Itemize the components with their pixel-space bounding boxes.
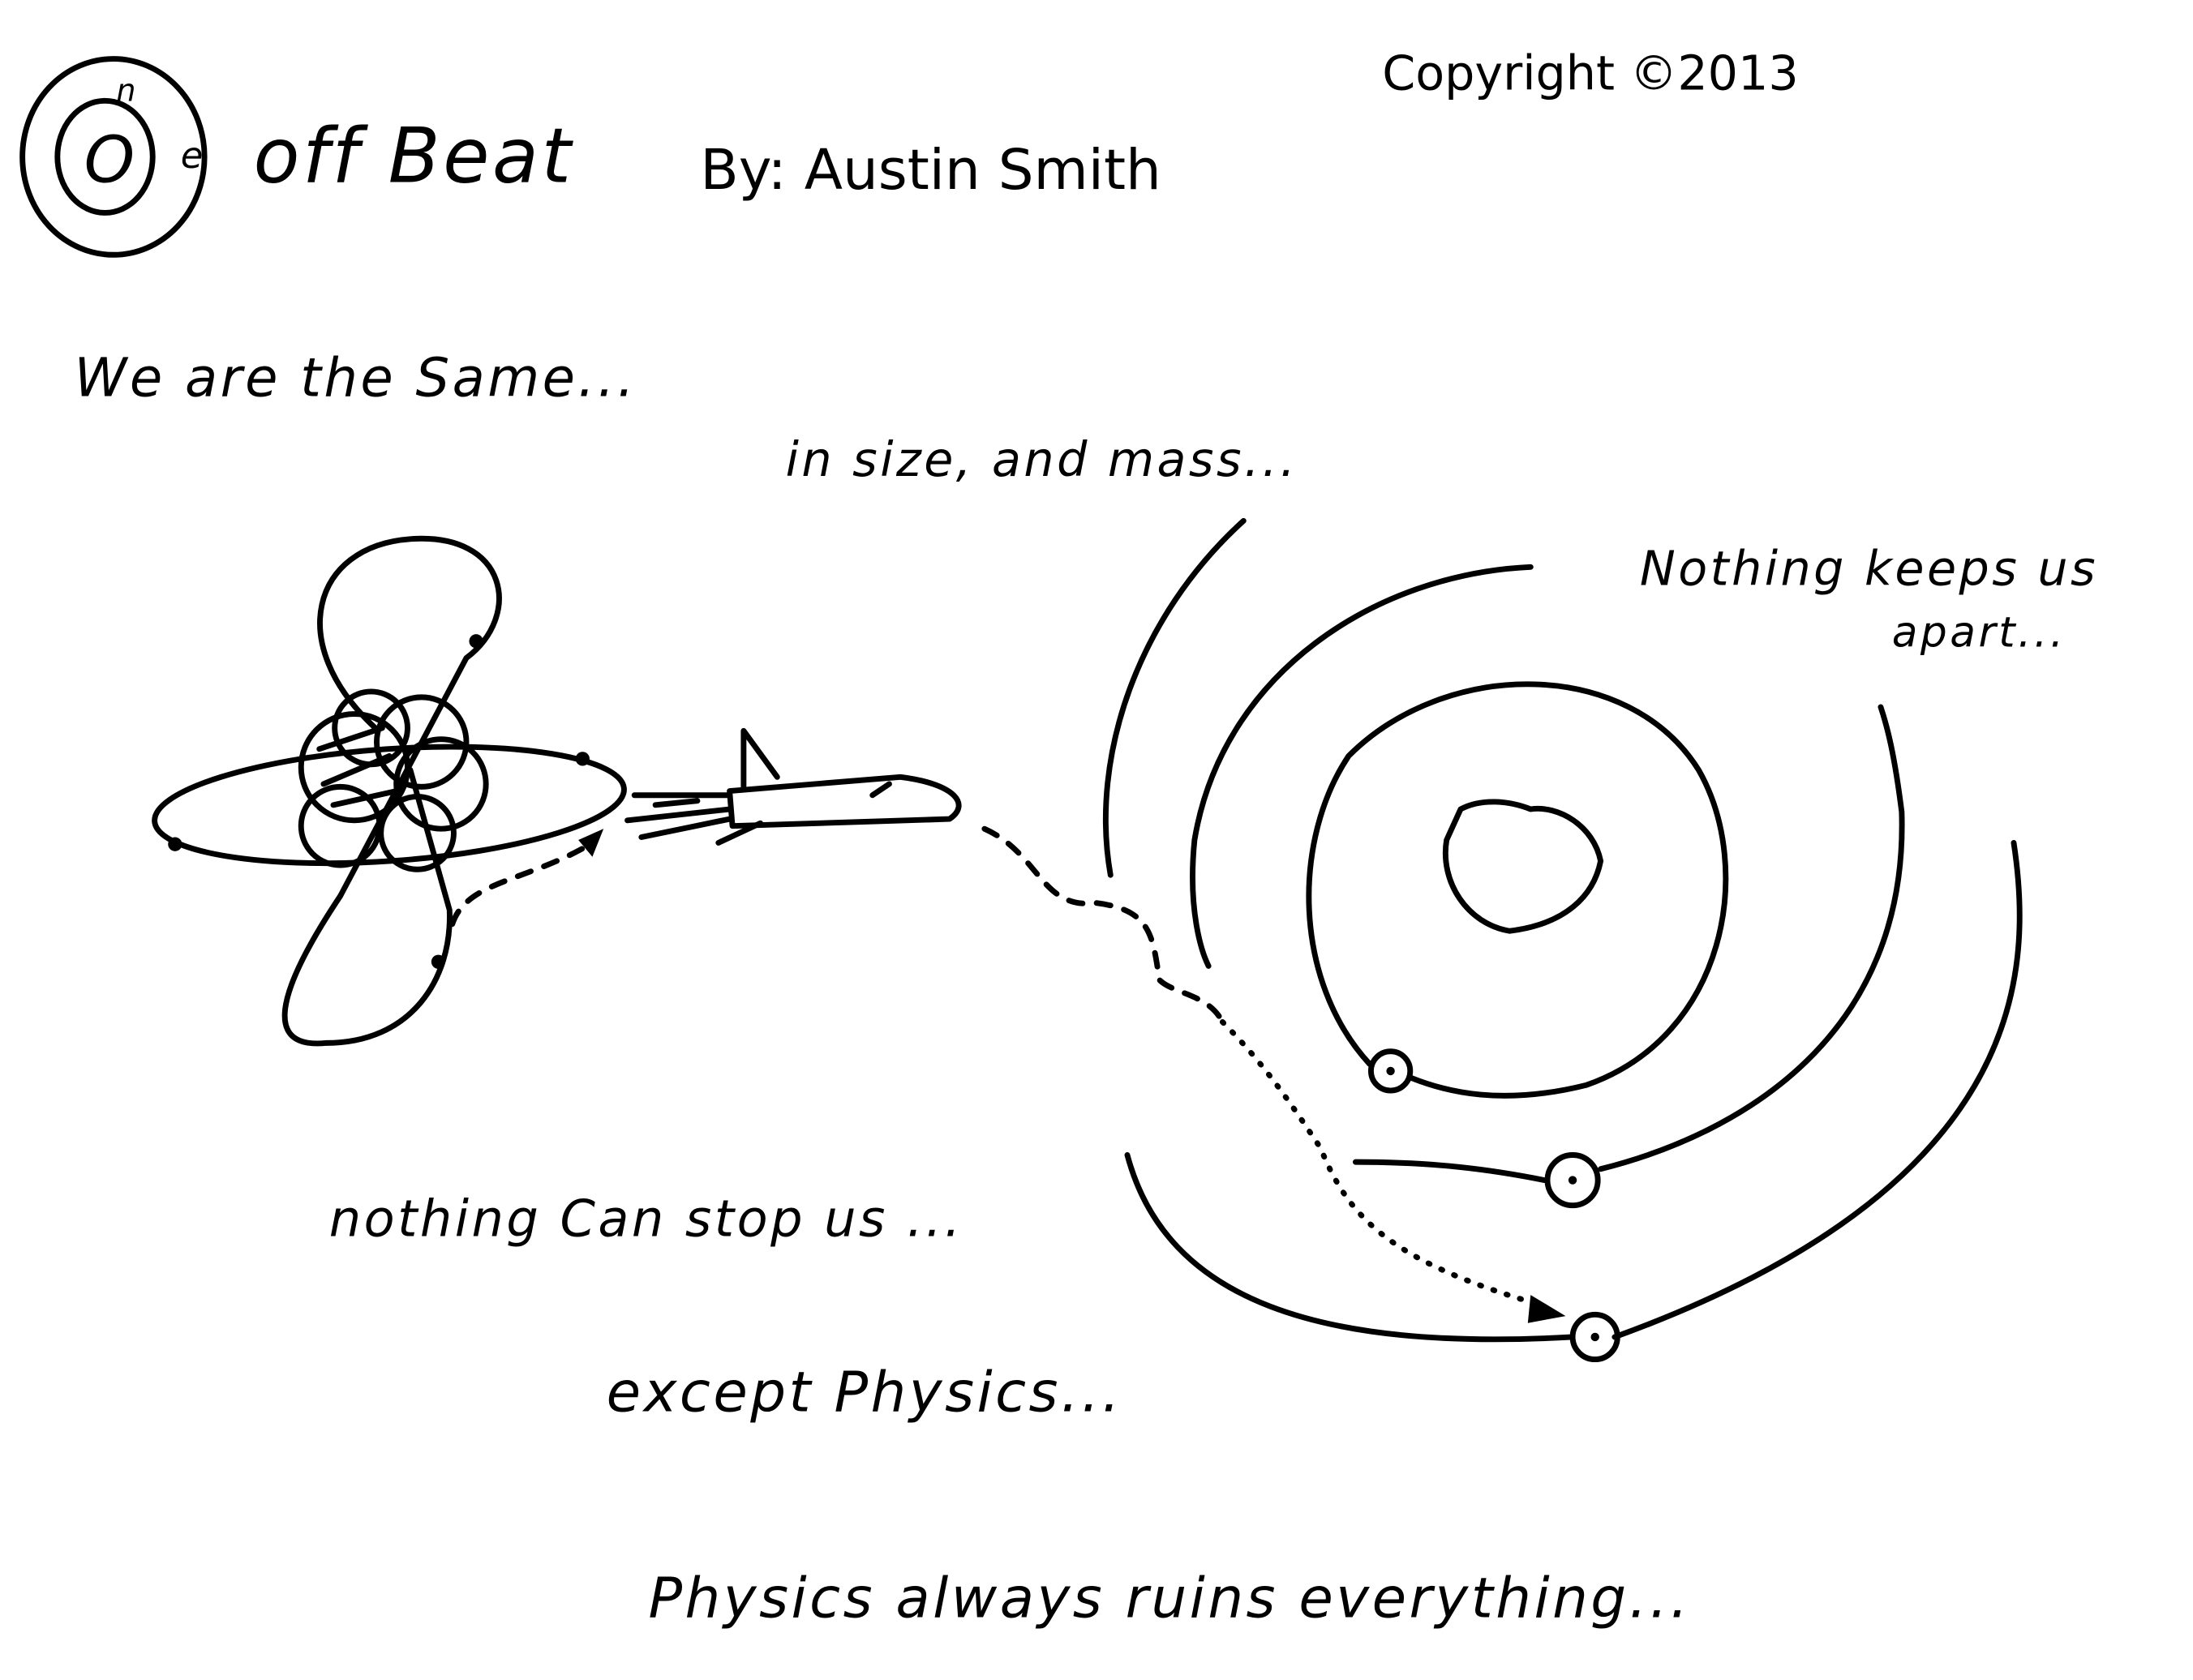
svg-text:e: e — [181, 134, 206, 177]
svg-text:n: n — [116, 72, 139, 108]
caption-apart-line2: apart... — [1892, 609, 2066, 658]
caption-ruins: Physics always ruins everything... — [648, 1566, 1690, 1631]
svg-text:O: O — [84, 122, 138, 197]
copyright: Copyright ©2013 — [1382, 46, 1798, 101]
caption-stop: nothing Can stop us ... — [329, 1189, 963, 1249]
atom-drawing — [152, 535, 627, 1047]
caption-size: in size, and mass... — [786, 432, 1298, 487]
one-off-beat-logo: O n e off Beat — [19, 56, 574, 258]
spaceship-drawing — [624, 727, 1566, 1323]
caption-except: except Physics... — [607, 1360, 1123, 1425]
solar-system-drawing — [1103, 517, 2023, 1363]
caption-same: We are the Same... — [75, 348, 637, 409]
svg-text:off Beat: off Beat — [254, 111, 574, 199]
byline: By: Austin Smith — [700, 138, 1161, 203]
caption-apart-line1: Nothing keeps us — [1640, 542, 2098, 597]
